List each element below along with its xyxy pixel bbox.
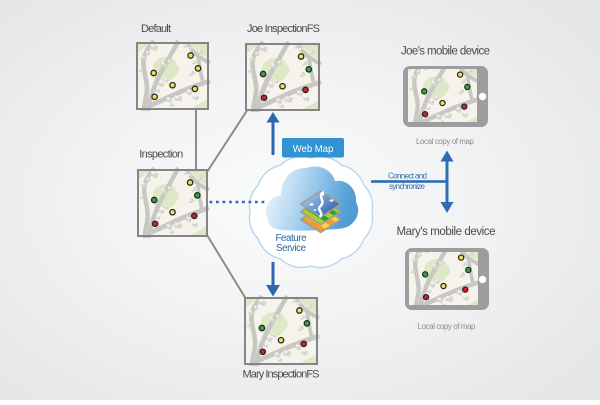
svg-text:Feature: Feature xyxy=(276,233,307,244)
svg-text:Default: Default xyxy=(141,23,171,35)
svg-text:Web Map: Web Map xyxy=(293,144,334,155)
svg-text:Joe InspectionFS: Joe InspectionFS xyxy=(247,23,320,35)
svg-text:Mary InspectionFS: Mary InspectionFS xyxy=(243,368,320,380)
svg-text:synchronize: synchronize xyxy=(389,182,426,191)
svg-text:Mary's mobile device: Mary's mobile device xyxy=(397,226,496,238)
svg-text:Connect and: Connect and xyxy=(388,172,427,181)
svg-text:Inspection: Inspection xyxy=(139,148,183,160)
svg-text:Service: Service xyxy=(276,243,306,254)
svg-text:Local copy of map: Local copy of map xyxy=(418,322,477,331)
svg-text:Joe's mobile device: Joe's mobile device xyxy=(401,45,490,57)
svg-text:Local copy of map: Local copy of map xyxy=(416,137,475,146)
